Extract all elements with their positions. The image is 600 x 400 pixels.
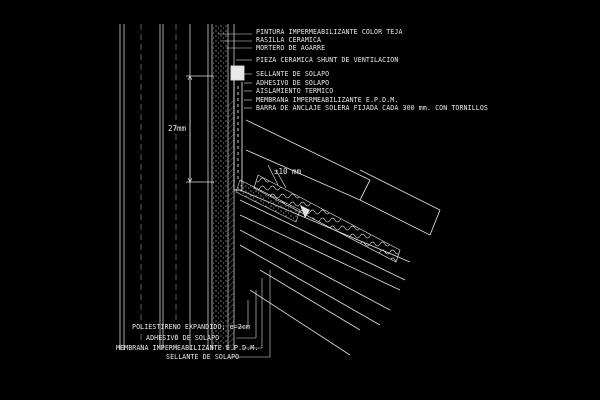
label-shunt-piece: PIEZA CERAMICA SHUNT DE VENTILACION bbox=[256, 56, 399, 64]
label-adhesive-bottom: ADHESIVO DE SOLAPO bbox=[146, 334, 220, 342]
label-mortar: MORTERO DE AGARRE bbox=[256, 44, 326, 52]
label-sealant-bottom: SELLANTE DE SOLAPO bbox=[166, 353, 240, 361]
label-polystyrene: POLIESTIRENO EXPANDIDO; e=2cm bbox=[132, 323, 251, 331]
label-anchor-bar: BARRA DE ANCLAJE SOLERA FIJADA CADA 300 … bbox=[256, 104, 488, 112]
label-epdm-bottom: MEMBRANA IMPERMEABILIZANTE E.P.D.M. bbox=[116, 344, 259, 352]
ceramic-tile-layer bbox=[228, 100, 234, 350]
label-ceramic-tile: RASILLA CERAMICA bbox=[256, 36, 322, 44]
dimension-10mm bbox=[267, 164, 287, 189]
label-sealant: SELLANTE DE SOLAPO bbox=[256, 70, 330, 78]
anchor-bar bbox=[300, 205, 310, 218]
thermal-insulation bbox=[253, 174, 401, 263]
label-adhesive: ADHESIVO DE SOLAPO bbox=[256, 79, 330, 87]
leaders-bottom bbox=[228, 270, 271, 358]
label-waterproof-paint: PINTURA IMPERMEABILIZANTE COLOR TEJA bbox=[256, 28, 403, 36]
label-epdm-membrane: MEMBRANA IMPERMEABILIZANTE E.P.D.M. bbox=[256, 96, 399, 104]
mortar-layer bbox=[212, 24, 228, 350]
dimension-10mm-text: ±10 mm bbox=[274, 167, 302, 176]
label-insulation: AISLAMIENTO TERMICO bbox=[256, 87, 334, 95]
sealant bbox=[235, 179, 301, 223]
dimension-27mm-text: 27mm bbox=[168, 124, 187, 133]
dimension-27mm bbox=[186, 75, 214, 183]
leaders-top bbox=[218, 33, 252, 109]
